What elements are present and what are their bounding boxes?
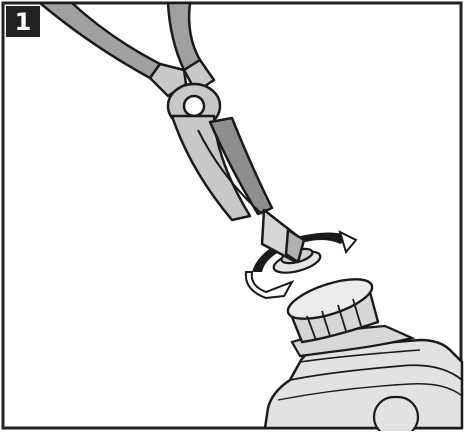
filter-cap-icon — [286, 278, 380, 344]
needle-nose-pliers-icon — [38, 1, 306, 264]
bottle-body — [263, 338, 464, 436]
bottle-window — [372, 395, 420, 436]
step-number-badge: 1 — [6, 6, 40, 37]
